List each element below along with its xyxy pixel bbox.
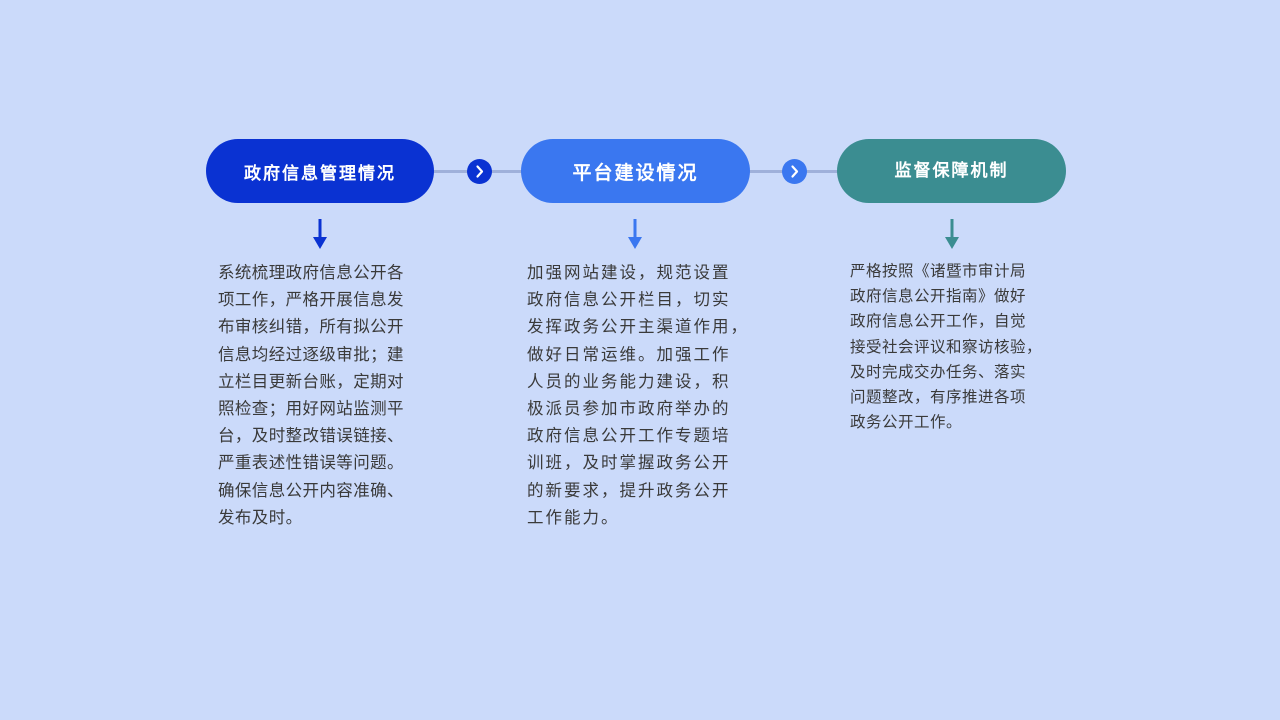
step-description-platform-construction: 加强网站建设，规范设置 政府信息公开栏目，切实 发挥政务公开主渠道作用， 做好日…	[527, 263, 749, 527]
step-description-government-info: 系统梳理政府信息公开各 项工作，严格开展信息发 布审核纠错，所有拟公开 信息均经…	[218, 263, 404, 527]
chevron-right-icon	[782, 159, 807, 184]
step-description-supervision-mechanism: 严格按照《诸暨市审计局 政府信息公开指南》做好 政府信息公开工作，自觉 接受社会…	[850, 262, 1043, 432]
arrow-down-icon	[945, 219, 959, 249]
step-title-government-info[interactable]: 政府信息管理情况	[206, 139, 434, 203]
chevron-right-icon	[467, 159, 492, 184]
step-title-label: 平台建设情况	[572, 161, 699, 184]
step-title-supervision-mechanism[interactable]: 监督保障机制	[837, 139, 1066, 203]
arrow-down-icon	[628, 219, 642, 249]
step-title-platform-construction[interactable]: 平台建设情况	[521, 139, 750, 203]
step-title-label: 政府信息管理情况	[244, 163, 396, 184]
step-title-label: 监督保障机制	[894, 160, 1009, 181]
arrow-down-icon	[313, 219, 327, 249]
